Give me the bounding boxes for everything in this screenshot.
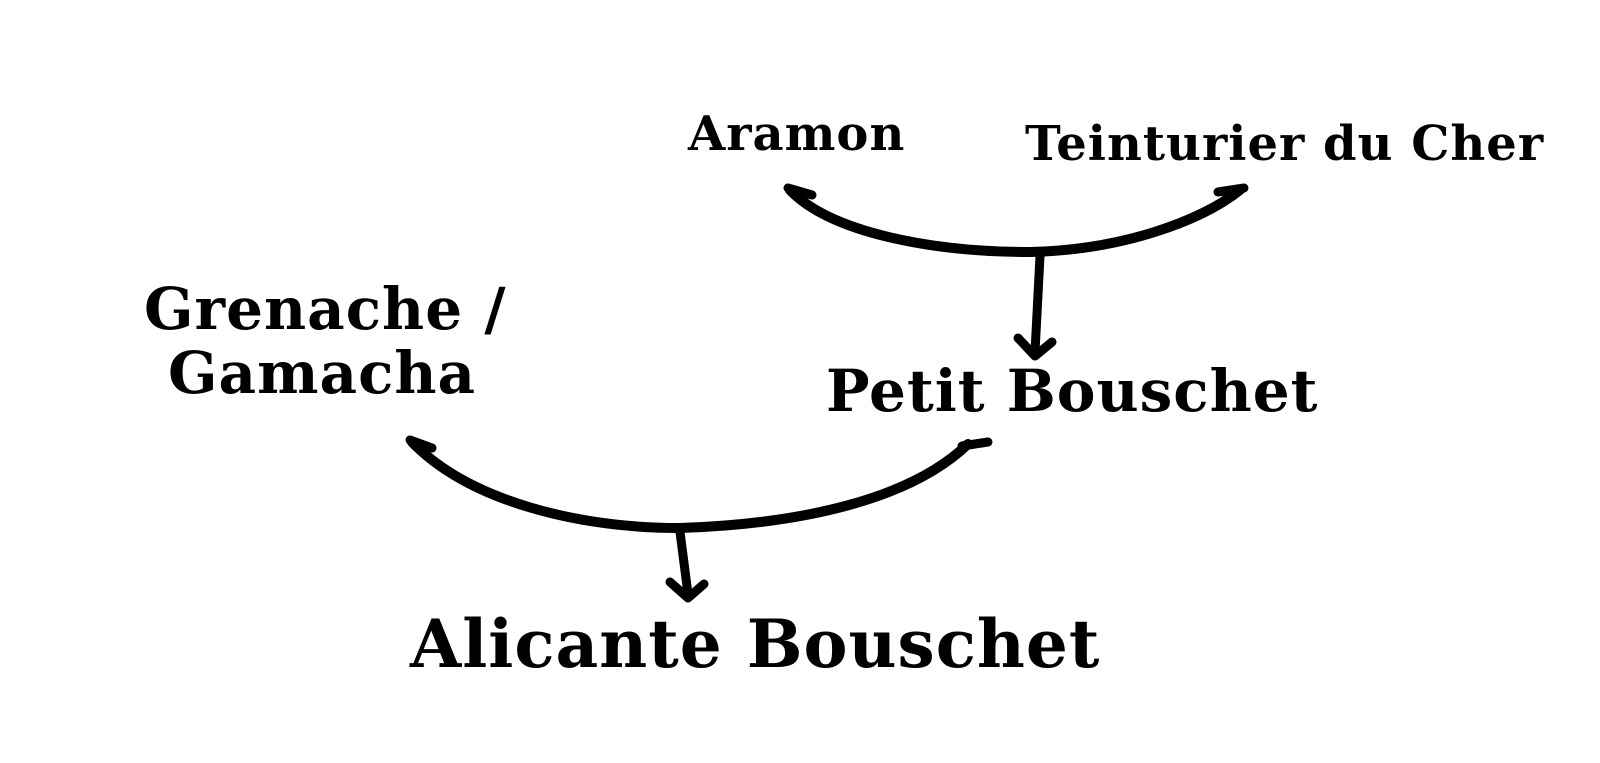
- node-teinturier-du-cher: Teinturier du Cher: [1025, 116, 1545, 172]
- node-grenache-line1: Grenache /: [144, 275, 507, 343]
- tick-aramon: [783, 183, 817, 200]
- arrow-shaft-alicante: [675, 527, 693, 599]
- arrowhead-petit: [1013, 333, 1057, 361]
- node-grenache-gamacha: Grenache / Gamacha: [144, 275, 507, 407]
- node-aramon: Aramon: [688, 106, 906, 162]
- connector-grenache-petit: [407, 437, 973, 534]
- connector-aramon-teinturier: [785, 185, 1245, 258]
- tick-petit: [957, 437, 993, 451]
- node-grenache-line2: Gamacha: [168, 338, 477, 407]
- tick-teinturier: [1213, 183, 1249, 197]
- arrowhead-alicante: [665, 577, 709, 603]
- node-alicante-bouschet: Alicante Bouschet: [410, 605, 1101, 683]
- arrow-shaft-petit: [1030, 251, 1045, 357]
- node-petit-bouschet: Petit Bouschet: [826, 357, 1319, 425]
- tick-grenache: [405, 435, 437, 453]
